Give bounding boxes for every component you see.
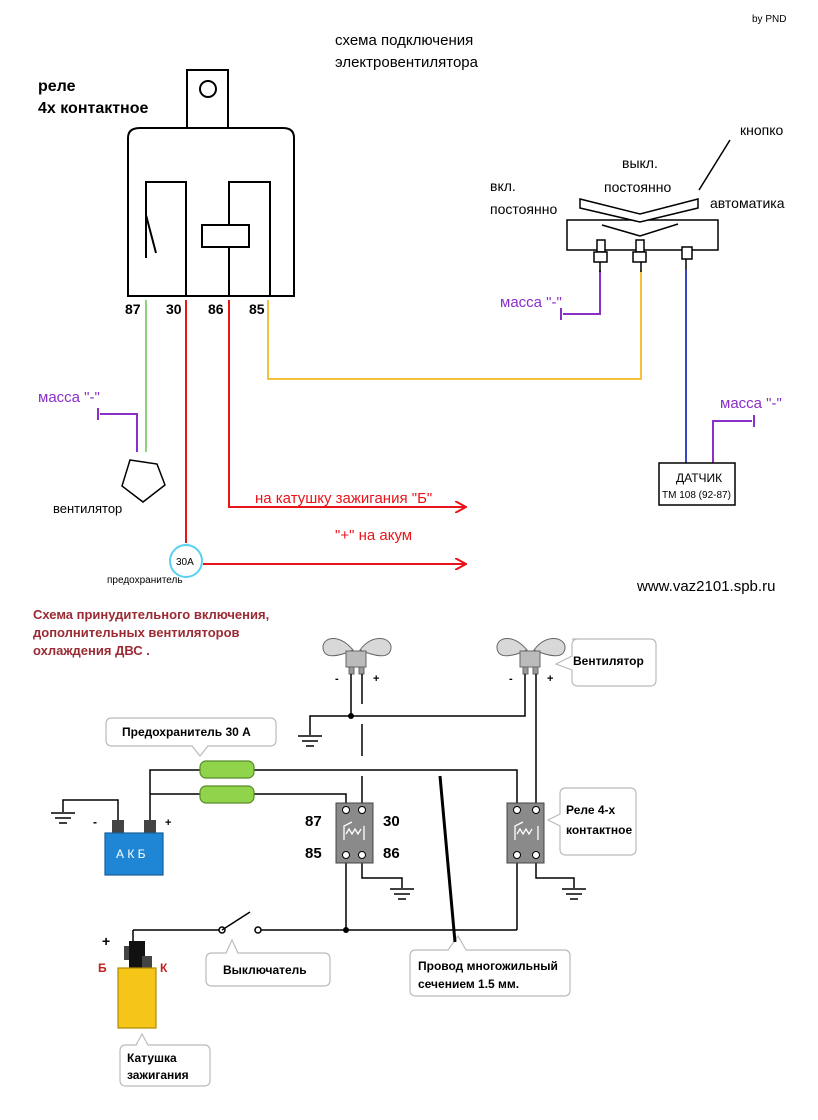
fuse-1-icon xyxy=(199,760,255,779)
top-pin-85: 85 xyxy=(249,301,265,317)
fan-label: вентилятор xyxy=(53,501,122,516)
bottom-heading-line1: Схема принудительного включения, xyxy=(33,607,269,622)
bottom-pin-87: 87 xyxy=(305,813,322,830)
coil-callout: Катушка зажигания xyxy=(119,1032,211,1087)
ground-icons xyxy=(51,735,586,900)
switch-callout-text: Выключатель xyxy=(223,963,307,977)
relay-title-line1: реле xyxy=(38,78,76,95)
coil-k-label: К xyxy=(160,961,168,975)
bottom-pin-85: 85 xyxy=(305,845,322,862)
fan-left-minus: - xyxy=(335,673,339,685)
fuse-2-icon xyxy=(199,785,255,804)
purple-fan-ground-wire xyxy=(100,413,138,452)
battery-minus: - xyxy=(93,815,97,829)
fan-right-plus: + xyxy=(547,673,553,685)
fuse-callout: Предохранитель 30 А xyxy=(105,717,277,757)
fuse-ring xyxy=(169,544,203,578)
fan-right-minus: - xyxy=(509,673,513,685)
sensor-box xyxy=(658,462,736,506)
ground-sensor-label: масса "-" xyxy=(720,395,782,412)
red-ignition-wire xyxy=(228,300,465,507)
ignition-label: на катушку зажигания "Б" xyxy=(255,490,432,507)
coil-b-label: Б xyxy=(98,961,107,975)
bottom-pin-86: 86 xyxy=(383,845,400,862)
top-pin-87: 87 xyxy=(125,301,141,317)
coil-callout-line1: Катушка xyxy=(127,1051,177,1065)
switch-auto-label: автоматика xyxy=(710,195,785,211)
battery-plus-label: "+" на акум xyxy=(335,527,412,544)
relay-title-line2: 4х контактное xyxy=(38,100,148,117)
yellow-switch-wire xyxy=(267,270,642,380)
battery-label: А К Б xyxy=(116,847,146,861)
fuse-label: предохранитель xyxy=(107,575,183,586)
top-pin-30: 30 xyxy=(166,301,182,317)
fan-pentagon-icon xyxy=(121,459,166,503)
fan-callout: Вентилятор xyxy=(554,638,657,687)
bottom-pin-30: 30 xyxy=(383,813,400,830)
coil-plus: + xyxy=(102,933,110,949)
fuse-callout-text: Предохранитель 30 А xyxy=(122,725,251,739)
bottom-heading-line3: охлаждения ДВС . xyxy=(33,643,150,658)
coil-callout-line2: зажигания xyxy=(127,1068,189,1082)
fan-left-icon xyxy=(322,638,392,675)
title-line1: схема подключения xyxy=(335,32,473,49)
website: www.vaz2101.spb.ru xyxy=(636,578,775,595)
ground-left-label: масса "-" xyxy=(38,389,100,406)
wire-callout: Провод многожильный сечением 1.5 мм. xyxy=(409,934,571,997)
fan-left-plus: + xyxy=(373,673,379,685)
sensor-line1: ДАТЧИК xyxy=(676,471,722,485)
switch-on-line1: вкл. xyxy=(490,178,516,194)
sensor-line2: ТМ 108 (92-87) xyxy=(662,490,731,501)
ground-right-label: масса "-" xyxy=(500,294,562,311)
three-position-switch xyxy=(566,198,719,272)
credit: by PND xyxy=(752,14,786,25)
fuse-value: 30А xyxy=(176,557,194,568)
relay-callout-line2: контактное xyxy=(566,823,632,837)
fan-callout-text: Вентилятор xyxy=(573,654,644,668)
purple-switch-ground-wire xyxy=(563,270,601,315)
switch-off-line2: постоянно xyxy=(604,179,671,195)
top-pin-86: 86 xyxy=(208,301,224,317)
bottom-heading-line2: дополнительных вентиляторов xyxy=(33,625,240,640)
bottom-wires xyxy=(62,674,575,945)
switch-on-line2: постоянно xyxy=(490,201,557,217)
relay-body xyxy=(127,69,295,297)
wire-callout-line2: сечением 1.5 мм. xyxy=(418,977,519,991)
switch-off-line1: выкл. xyxy=(622,155,658,171)
battery-plus: + xyxy=(165,817,171,829)
fan-right-icon xyxy=(496,638,566,675)
switch-button-label: кнопко xyxy=(740,122,784,138)
relay-left-icon xyxy=(335,802,374,864)
ignition-coil-icon xyxy=(117,941,157,1029)
purple-sensor-ground-wire xyxy=(712,420,752,463)
relay-callout: Реле 4-х контактное xyxy=(546,787,637,856)
relay-right-icon xyxy=(506,802,545,864)
battery-icon xyxy=(104,820,164,876)
switch-callout: Выключатель xyxy=(205,938,331,987)
title-line2: электровентилятора xyxy=(335,54,479,71)
wire-callout-line1: Провод многожильный xyxy=(418,959,558,973)
relay-callout-line1: Реле 4-х xyxy=(566,803,616,817)
